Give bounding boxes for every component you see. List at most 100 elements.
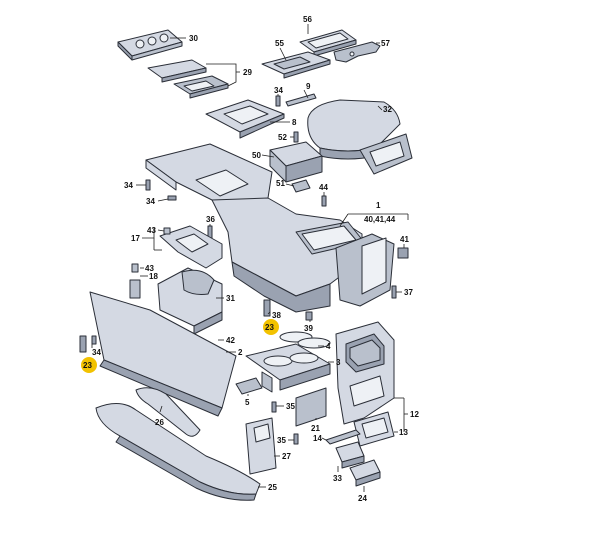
part-50-tray: [269, 141, 323, 183]
svg-text:51: 51: [276, 179, 285, 188]
part-24-switch: [349, 459, 381, 487]
part-8-bezel: [205, 99, 285, 139]
svg-text:34: 34: [274, 86, 283, 95]
callout-8: 8: [270, 118, 297, 127]
callout-23-a: 23: [263, 319, 279, 335]
svg-text:57: 57: [381, 39, 390, 48]
svg-text:2: 2: [238, 348, 243, 357]
callout-13: 13: [394, 428, 408, 437]
callout-25: 25: [258, 483, 277, 492]
callout-26: 26: [155, 405, 164, 427]
svg-text:35: 35: [286, 402, 295, 411]
callout-31: 31: [216, 294, 235, 303]
part-29-trays: [147, 59, 229, 99]
svg-text:27: 27: [282, 452, 291, 461]
svg-text:42: 42: [226, 336, 235, 345]
part-1-console-body: [145, 143, 395, 313]
callout-44: 44: [319, 183, 328, 196]
svg-text:37: 37: [404, 288, 413, 297]
callout-5: 5: [245, 394, 250, 407]
svg-text:43: 43: [145, 264, 154, 273]
callout-14: 14: [313, 434, 327, 443]
callout-37: 37: [396, 288, 413, 297]
callout-32: 32: [377, 105, 392, 114]
callout-41: 41: [400, 235, 409, 248]
part-17-bracket: [159, 225, 223, 269]
svg-text:12: 12: [410, 410, 419, 419]
callout-51: 51: [276, 179, 295, 188]
callout-30: 30: [170, 34, 198, 43]
callout-34-a: 34: [274, 86, 283, 96]
part-9-strip: [285, 93, 317, 107]
svg-text:44: 44: [319, 183, 328, 192]
svg-text:36: 36: [206, 215, 215, 224]
svg-text:3: 3: [336, 358, 341, 367]
part-illustrations: [79, 29, 413, 501]
svg-text:52: 52: [278, 133, 287, 142]
part-18-clip: [129, 279, 141, 299]
part-55-tray: [261, 51, 331, 79]
svg-text:17: 17: [131, 234, 140, 243]
svg-text:5: 5: [245, 398, 250, 407]
callout-42: 42: [218, 336, 235, 345]
svg-text:9: 9: [306, 82, 311, 91]
svg-text:33: 33: [333, 474, 342, 483]
svg-text:30: 30: [189, 34, 198, 43]
part-21-bracket: [295, 387, 327, 427]
svg-text:23: 23: [265, 323, 274, 332]
callout-56: 56: [303, 15, 312, 34]
svg-text:43: 43: [147, 226, 156, 235]
part-32-armrest: [307, 99, 413, 175]
callout-55: 55: [275, 39, 287, 61]
svg-text:41: 41: [400, 235, 409, 244]
svg-text:26: 26: [155, 418, 164, 427]
svg-text:21: 21: [311, 424, 320, 433]
part-44-screw: [321, 195, 327, 207]
callout-43-b: 43: [140, 264, 154, 273]
svg-text:8: 8: [292, 118, 297, 127]
callout-34-b: 34: [124, 181, 146, 190]
part-4-rings: [279, 331, 331, 349]
part-25-lower-trim: [95, 403, 261, 501]
callout-35-b: 35: [277, 436, 294, 445]
part-13-frame: [353, 411, 395, 447]
part-34-screw-top: [275, 95, 281, 107]
part-35-screws: [271, 401, 299, 445]
callout-34-c: 34: [146, 197, 169, 206]
svg-text:1: 1: [376, 201, 381, 210]
svg-text:34: 34: [92, 348, 101, 357]
callout-27: 27: [274, 452, 291, 461]
callout-1: 1: [339, 201, 409, 227]
part-3-cup-holder: [245, 343, 331, 393]
svg-text:23: 23: [83, 361, 92, 370]
part-2-side-trim: [79, 291, 237, 417]
svg-text:50: 50: [252, 151, 261, 160]
svg-text:40,41,44: 40,41,44: [364, 215, 396, 224]
svg-text:55: 55: [275, 39, 284, 48]
part-33-switch: [335, 441, 365, 469]
svg-text:25: 25: [268, 483, 277, 492]
part-43-clips: [131, 227, 171, 273]
part-27-insert: [245, 417, 277, 475]
part-14-strip: [325, 429, 361, 445]
part-37-screw: [391, 285, 397, 299]
callout-36: 36: [206, 215, 215, 226]
callout-38: 38: [267, 311, 281, 320]
callout-39: 39: [304, 320, 313, 333]
callout-18: 18: [140, 272, 158, 281]
part-30-switch-panel: [117, 29, 183, 61]
part-57-bracket: [333, 41, 381, 63]
svg-text:29: 29: [243, 68, 252, 77]
callout-21: 21: [311, 418, 320, 433]
svg-text:13: 13: [399, 428, 408, 437]
callout-35-a: 35: [276, 402, 295, 411]
svg-text:39: 39: [304, 324, 313, 333]
callout-24: 24: [358, 486, 367, 503]
svg-text:34: 34: [146, 197, 155, 206]
svg-text:18: 18: [149, 272, 158, 281]
callout-34-d: 34: [91, 344, 101, 357]
callout-9: 9: [303, 82, 311, 99]
svg-text:34: 34: [124, 181, 133, 190]
